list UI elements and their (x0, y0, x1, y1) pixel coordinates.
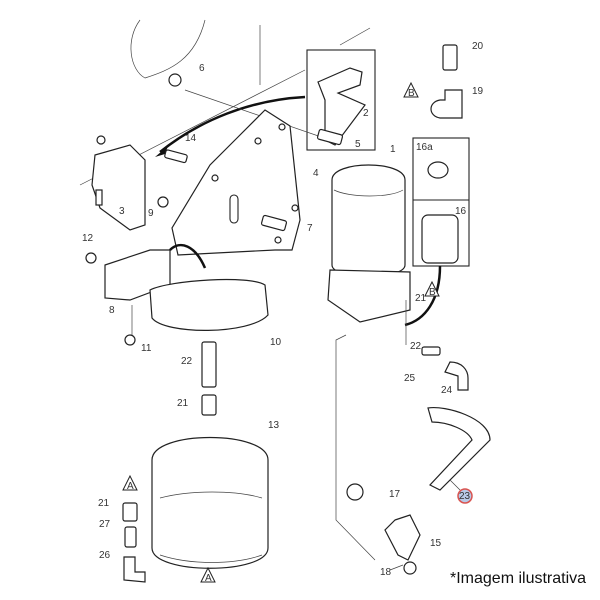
callout-1: 1 (390, 144, 396, 155)
part-21-fitting (201, 394, 217, 416)
callout-23-highlighted[interactable]: 23 (457, 488, 473, 504)
callout-6: 6 (199, 63, 205, 74)
part-22-fitting (201, 341, 217, 388)
callout-22-tank: 22 (181, 356, 193, 367)
part-25-fitting (421, 346, 441, 356)
part-1-air-dryer (331, 164, 406, 277)
part-13-air-tank (151, 436, 269, 569)
marker-a-left: A (122, 474, 138, 492)
part-12-nut (85, 252, 97, 264)
callout-25: 25 (404, 373, 416, 384)
callout-27: 27 (99, 519, 111, 530)
part-21-left-fitting (122, 502, 138, 522)
callout-8: 8 (109, 305, 115, 316)
inset-part-2 (306, 49, 376, 151)
callout-2: 2 (363, 108, 369, 119)
illustrative-image-note: *Imagem ilustrativa (450, 570, 587, 587)
callout-24: 24 (441, 385, 453, 396)
callout-4: 4 (313, 168, 319, 179)
part-14-bolt (164, 149, 188, 164)
marker-b-dryer: B (424, 280, 440, 298)
callout-17: 17 (389, 489, 401, 500)
callout-21-tank: 21 (177, 398, 189, 409)
callout-20: 20 (472, 41, 484, 52)
part-27-fitting (124, 526, 137, 548)
svg-text:23: 23 (459, 491, 471, 502)
svg-text:A: A (205, 573, 212, 584)
part-6-nut (168, 73, 182, 87)
part-7-bolt (260, 214, 288, 232)
callout-15: 15 (430, 538, 442, 549)
callout-26: 26 (99, 550, 111, 561)
svg-text:A: A (127, 481, 134, 492)
arrow-part-2 (159, 95, 306, 153)
callout-11: 11 (141, 343, 152, 354)
part-16a-connector (427, 161, 449, 179)
part-5-bolt (316, 128, 344, 146)
callout-22-right: 22 (410, 341, 422, 352)
marker-b-top: B (403, 81, 419, 99)
marker-a-tank: A (200, 566, 216, 584)
part-10-strap (149, 278, 269, 331)
callout-10: 10 (270, 337, 282, 348)
callout-13: 13 (268, 420, 280, 431)
part-24-elbow (444, 361, 469, 391)
callout-7: 7 (307, 223, 313, 234)
part-17-drain-valve (346, 483, 364, 501)
part-20-fitting (442, 44, 458, 71)
callout-14: 14 (185, 133, 197, 144)
callout-12: 12 (82, 233, 94, 244)
callout-21-dryer: 21 (415, 293, 427, 304)
callout-16: 16 (455, 206, 467, 217)
part-11-bolt (124, 334, 136, 346)
callout-3: 3 (119, 206, 125, 217)
part-3-bracket (91, 144, 146, 231)
callout-18: 18 (380, 567, 392, 578)
callout-19: 19 (472, 86, 484, 97)
part-16-filter (421, 214, 459, 264)
dryer-valve-body (327, 269, 411, 323)
callout-21-left: 21 (98, 498, 110, 509)
callout-9: 9 (148, 208, 154, 219)
svg-text:B: B (408, 88, 415, 99)
part-15-tee (384, 514, 421, 561)
part-18-plug (403, 561, 417, 575)
callout-16a: 16a (416, 142, 433, 153)
engine-outline (130, 19, 206, 79)
part-9-washer (157, 196, 169, 208)
part-23-pipe (427, 406, 491, 491)
part-19-elbow (430, 89, 463, 119)
part-26-elbow (123, 556, 146, 583)
svg-text:B: B (429, 287, 436, 298)
callout-5: 5 (355, 139, 361, 150)
